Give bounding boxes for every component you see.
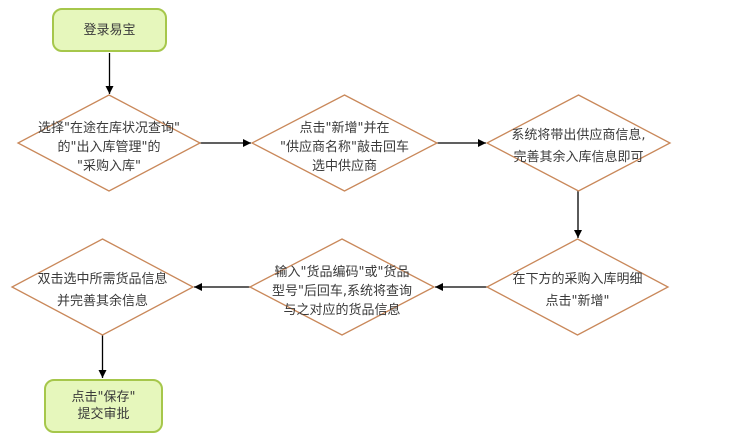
node-end-terminator: 点击"保存" 提交审批 [44, 379, 163, 433]
node-step1-label: 选择"在途在库状况查询" 的"出入库管理"的 "采购入库" [18, 95, 200, 195]
label-line: 型号"后回车,系统将查询 [271, 283, 413, 299]
label-line: 登录易宝 [83, 22, 136, 38]
node-start-terminator: 登录易宝 [52, 8, 167, 52]
label-line: 点击"新增" [545, 294, 610, 309]
diamond-shape [487, 95, 670, 191]
label-line: 提交审批 [77, 407, 130, 422]
label-line: 点击"保存" [71, 390, 136, 405]
node-step1-decision: 选择"在途在库状况查询" 的"出入库管理"的 "采购入库" [18, 95, 200, 191]
label-line: 并完善其余信息 [56, 294, 148, 309]
node-step6-label: 双击选中所需货品信息 并完善其余信息 [12, 239, 193, 339]
label-line: 的"出入库管理"的 [57, 139, 161, 155]
node-step4-label: 在下方的采购入库明细 点击"新增" [487, 239, 668, 339]
node-step3-label: 系统将带出供应商信息, 完善其余入库信息即可 [487, 95, 670, 195]
label-line: 选择"在途在库状况查询" [38, 120, 180, 136]
node-step2-label: 点击"新增"并在 "供应商名称"敲击回车 选中供应商 [252, 95, 437, 195]
node-step5-decision: 输入"货品编码"或"货品 型号"后回车,系统将查询 与之对应的货品信息 [250, 239, 434, 335]
node-step2-decision: 点击"新增"并在 "供应商名称"敲击回车 选中供应商 [252, 95, 437, 191]
diamond-shape [487, 239, 668, 335]
label-line: 输入"货品编码"或"货品 [274, 264, 410, 280]
label-line: 双击选中所需货品信息 [37, 272, 168, 287]
label-line: "采购入库" [77, 158, 141, 174]
node-step3-decision: 系统将带出供应商信息, 完善其余入库信息即可 [487, 95, 670, 191]
diamond-shape [252, 95, 437, 191]
node-end-label: 点击"保存" 提交审批 [46, 381, 161, 431]
label-line: 在下方的采购入库明细 [512, 272, 643, 287]
diamond-shape [250, 239, 434, 335]
label-line: 选中供应商 [311, 158, 377, 174]
label-line: 与之对应的货品信息 [283, 302, 401, 318]
node-step5-label: 输入"货品编码"或"货品 型号"后回车,系统将查询 与之对应的货品信息 [250, 239, 434, 339]
node-step4-decision: 在下方的采购入库明细 点击"新增" [487, 239, 668, 335]
label-line: 点击"新增"并在 [299, 120, 390, 136]
label-line: "供应商名称"敲击回车 [280, 139, 409, 155]
diamond-shape [12, 239, 193, 335]
diamond-shape [18, 95, 200, 191]
node-start-label: 登录易宝 [54, 10, 165, 50]
label-line: 系统将带出供应商信息, [511, 128, 646, 143]
label-line: 完善其余入库信息即可 [513, 150, 644, 165]
node-step6-decision: 双击选中所需货品信息 并完善其余信息 [12, 239, 193, 335]
